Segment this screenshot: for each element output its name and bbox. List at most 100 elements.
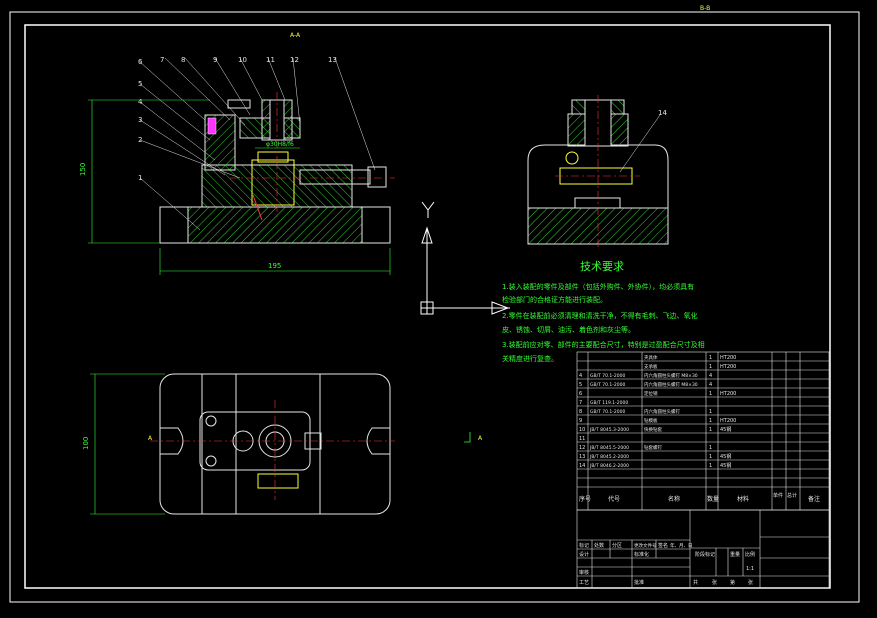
bom-header: 序号 代号 名称 数量 材料 单件 总计 备注	[579, 492, 820, 503]
tb-approve: 批准	[634, 579, 644, 586]
bom-cell-mat: HT200	[720, 391, 736, 397]
balloon-12: 12	[290, 56, 299, 64]
bom-cell-code: GB/T 119.1-2000	[590, 400, 628, 406]
bom-header-mat: 材料	[737, 495, 749, 503]
tech-title: 技术要求	[580, 260, 624, 273]
tech-line-4: 皮、锈蚀、切屑、油污、着色剂和灰尘等。	[502, 325, 635, 334]
balloon-10: 10	[238, 56, 247, 64]
bom-cell-name: 定位销	[644, 390, 658, 397]
bom-cell-qty: 4	[709, 382, 712, 388]
tb-scale-label: 比例	[745, 551, 755, 558]
bom-cell-qty: 4	[709, 373, 712, 379]
tb-change: 更改文件号	[634, 542, 657, 549]
balloon-9: 9	[213, 56, 217, 64]
balloon-8: 8	[181, 56, 185, 64]
dim-dia: φ30H8/f6	[266, 141, 294, 148]
bom-cell-qty: 1	[709, 445, 712, 451]
tb-sheets-1: 张	[712, 579, 717, 586]
tech-line-6: 关精度进行复查。	[502, 354, 558, 363]
tb-stage: 阶段标记	[695, 551, 715, 558]
bom-cell-qty: 1	[709, 454, 712, 460]
tb-weight: 重量	[730, 551, 740, 558]
balloon-4: 4	[138, 98, 143, 106]
bom-cell-no: 4	[579, 373, 582, 379]
bom-cell-no: 5	[579, 382, 582, 388]
bom-cell-code: GB/T 70.1-2000	[590, 373, 626, 379]
inner-border	[24, 24, 831, 589]
tb-no: 第	[730, 579, 735, 586]
balloon-7: 7	[160, 56, 164, 64]
tb-review: 审核	[579, 569, 589, 576]
tb-total: 共	[693, 579, 698, 586]
bom-header-no: 序号	[579, 495, 591, 503]
plan-view: 100 A A	[82, 373, 483, 515]
balloon-13: 13	[328, 56, 337, 64]
bom-cell-name: 支承板	[644, 363, 658, 370]
bom-cell-no: 11	[579, 436, 585, 442]
bom-header-total: 总计	[787, 492, 797, 499]
side-view: 14	[527, 95, 669, 250]
tb-standard: 标准化	[634, 551, 649, 558]
bom-cell-no: 10	[579, 427, 585, 433]
bom-header-code: 代号	[608, 495, 620, 503]
top-mark: B-B	[700, 5, 710, 12]
balloon-3: 3	[138, 116, 142, 124]
outer-border	[9, 11, 860, 603]
bom-cell-name: 内六角圆柱头螺钉 M8×30	[644, 372, 698, 379]
bom-cell-qty: 1	[709, 364, 712, 370]
bom-header-name: 名称	[668, 495, 680, 503]
balloon-5: 5	[138, 80, 142, 88]
bom-cell-qty: 1	[709, 418, 712, 424]
section-mark: A-A	[290, 32, 301, 39]
bom-cell-mat: HT200	[720, 355, 736, 361]
bom-header-note: 备注	[808, 495, 820, 503]
plan-left-label: A	[148, 435, 153, 442]
bom-cell-mat: 45钢	[720, 453, 731, 460]
bom-cell-code: JB/T 8045.2-2000	[589, 454, 629, 460]
tb-scale: 1:1	[746, 566, 754, 572]
bom-cell-no: 6	[579, 391, 582, 397]
bom-cell-no: 12	[579, 445, 585, 451]
tb-count: 处数	[594, 542, 604, 549]
title-block	[576, 509, 830, 589]
bom-cell-qty: 1	[709, 427, 712, 433]
workpiece	[251, 159, 295, 206]
bom-cell-name: 钻套螺钉	[644, 444, 662, 451]
bom-cell-code: JB/T 8046.2-2000	[589, 463, 629, 469]
bom-cell-no: 8	[579, 409, 582, 415]
bom-cell-mat: 45钢	[720, 426, 731, 433]
balloon-2: 2	[138, 136, 142, 144]
dim-width: 195	[268, 262, 281, 270]
bom-cell-name: 钻模板	[644, 417, 658, 424]
plan-dim-height: 100	[82, 437, 90, 450]
tb-process: 工艺	[579, 580, 589, 586]
tb-zone: 分区	[612, 542, 622, 549]
bom-cell-code: JB/T 8045.3-2000	[589, 427, 629, 433]
tb-date: 年、月、日	[670, 542, 693, 549]
bom-cell-code: GB/T 70.1-2000	[590, 382, 626, 388]
balloon-14: 14	[658, 109, 667, 117]
balloon-6: 6	[138, 58, 143, 66]
dim-height: 150	[79, 163, 87, 176]
bom-cell-code: GB/T 70.1-2000	[590, 409, 626, 415]
clamp-screw	[299, 169, 371, 185]
tb-mark: 标记	[579, 542, 589, 549]
tb-sign: 签名	[658, 542, 668, 549]
tech-line-2: 检验部门的合格证方能进行装配。	[502, 295, 607, 304]
bom-header-unit: 单件	[773, 492, 783, 499]
balloon-11: 11	[266, 56, 275, 64]
bom-cell-mat: 45钢	[720, 462, 731, 469]
tech-line-1: 1.装入装配的零件及部件（包括外购件、外协件），均必须具有	[502, 282, 694, 291]
bom-cell-mat: HT200	[720, 418, 736, 424]
bom-cell-name: 内六角圆柱头螺钉 M8×30	[644, 381, 698, 388]
bom-cell-no: 9	[579, 418, 582, 424]
title-block-labels: 标记 处数 分区 更改文件号 签名 年、月、日 设计 标准化 审核 工艺 批准 …	[579, 542, 755, 586]
tech-requirements: 技术要求 1.装入装配的零件及部件（包括外购件、外协件），均必须具有 检验部门的…	[502, 260, 705, 363]
tech-line-3: 2.零件在装配前必须清理和清洗干净，不得有毛刺、飞边、氧化	[502, 311, 698, 320]
tb-sheets-2: 张	[748, 579, 753, 586]
bom-cell-qty: 1	[709, 463, 712, 469]
base-plate	[159, 206, 391, 244]
